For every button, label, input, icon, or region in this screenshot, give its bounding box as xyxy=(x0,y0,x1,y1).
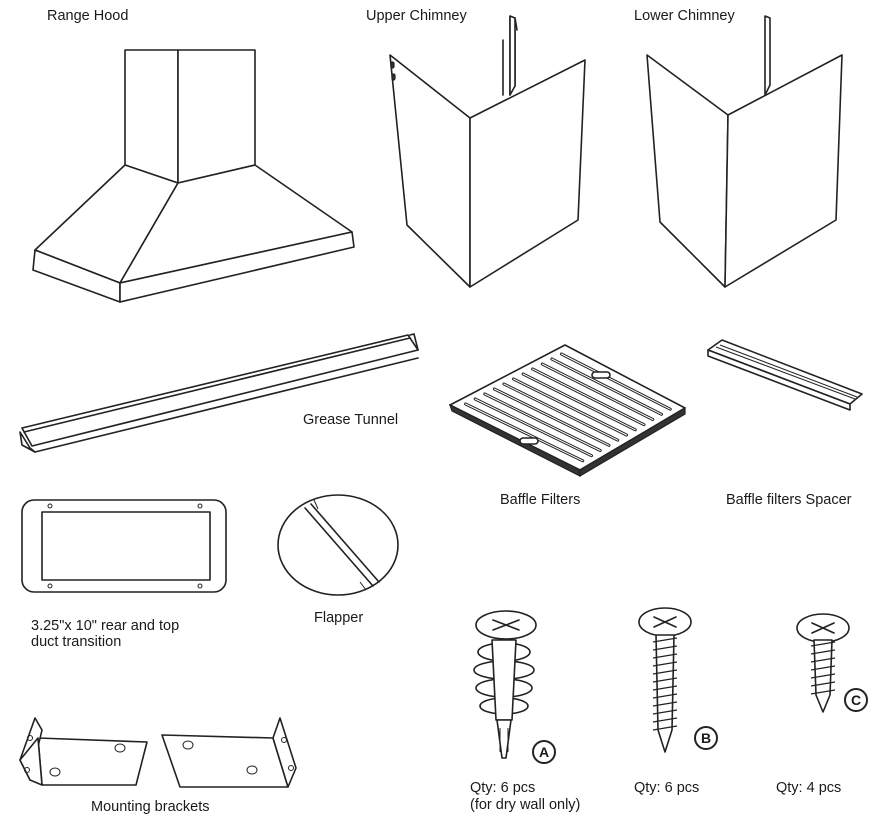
screw-thread xyxy=(810,673,836,679)
grease-tunnel-drawing xyxy=(19,333,419,453)
screw-b-qty: Qty: 6 pcs xyxy=(634,780,700,796)
upper-chimney-label: Upper Chimney xyxy=(366,8,467,24)
baffle-slat-highlight xyxy=(484,393,601,451)
lower-chimney-label: Lower Chimney xyxy=(634,8,735,24)
screw-thread xyxy=(652,693,678,699)
screw-thread xyxy=(652,677,678,683)
screw-thread xyxy=(810,681,836,687)
screw-thread xyxy=(652,645,678,651)
mounting-brackets-drawing xyxy=(19,717,297,788)
screw-thread xyxy=(810,641,836,647)
baffle-slat-highlight xyxy=(560,353,671,410)
mounting-brackets-label: Mounting brackets xyxy=(91,799,210,815)
baffle-slat-highlight xyxy=(513,378,627,436)
screw-thread xyxy=(652,685,678,691)
baffle-slat-highlight xyxy=(465,403,584,462)
screw-thread xyxy=(652,701,678,707)
screw-thread xyxy=(652,637,678,643)
baffle-slat-highlight xyxy=(541,363,654,420)
screw-thread xyxy=(652,725,678,731)
range-hood-label: Range Hood xyxy=(47,8,129,24)
baffle-filters-spacer-label: Baffle filters Spacer xyxy=(726,492,852,508)
screw-thread xyxy=(652,717,678,723)
screw-b-letter-badge: B xyxy=(694,726,718,750)
screw-a-letter-badge: A xyxy=(532,740,556,764)
screw-thread xyxy=(810,649,836,655)
screw-thread xyxy=(810,689,836,695)
baffle-slat-highlight xyxy=(503,383,619,441)
duct-transition-label-line2: duct transition xyxy=(31,634,122,650)
screw-thread xyxy=(652,653,678,659)
drywall-anchor-icon xyxy=(473,610,537,759)
baffle-slat-highlight xyxy=(532,368,645,426)
screw-a-note: (for dry wall only) xyxy=(470,797,581,813)
baffle-filters-drawing xyxy=(448,344,686,478)
screw-thread xyxy=(810,665,836,671)
short-screw-icon xyxy=(796,613,850,713)
screw-thread xyxy=(810,657,836,663)
flapper-label: Flapper xyxy=(314,610,364,626)
screw-thread xyxy=(652,669,678,675)
screw-thread xyxy=(652,709,678,715)
screw-a-qty: Qty: 6 pcs xyxy=(470,780,536,796)
baffle-spacer-drawing xyxy=(707,339,863,411)
screw-thread xyxy=(652,661,678,667)
grease-tunnel-label: Grease Tunnel xyxy=(303,412,399,428)
baffle-slat-highlight xyxy=(474,398,592,457)
long-screw-icon xyxy=(638,607,692,753)
screw-c-letter-badge: C xyxy=(844,688,868,712)
upper-chimney-drawing xyxy=(389,15,586,288)
range-hood-drawing xyxy=(32,49,355,303)
duct-transition-drawing xyxy=(21,499,227,593)
flapper-drawing xyxy=(277,494,399,596)
baffle-slat-highlight xyxy=(493,388,610,446)
baffle-slat-highlight xyxy=(522,373,636,431)
duct-transition-label-line1: 3.25"x 10" rear and top xyxy=(31,618,180,634)
baffle-filters-label: Baffle Filters xyxy=(500,492,581,508)
screw-c-qty: Qty: 4 pcs xyxy=(776,780,842,796)
baffle-slat-highlight xyxy=(551,358,662,415)
lower-chimney-drawing xyxy=(646,15,843,288)
